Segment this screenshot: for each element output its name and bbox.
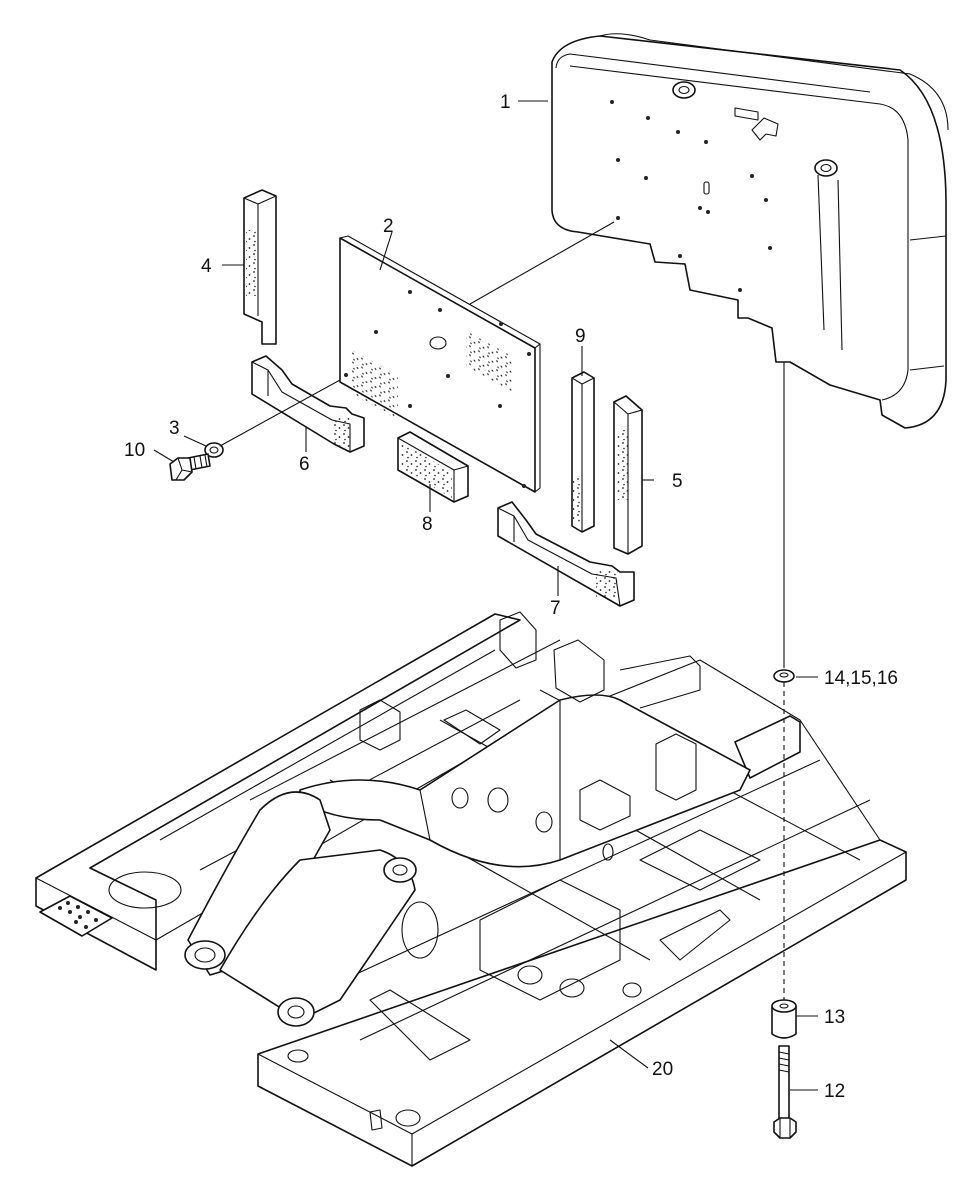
bolt-part-12	[773, 1045, 797, 1139]
spacer-part-13	[771, 999, 797, 1039]
callout-2: 2	[383, 216, 394, 237]
callout-14-15-16: 14,15,16	[824, 668, 898, 689]
block-part-4	[243, 189, 277, 345]
counterweight-part-1	[551, 33, 949, 429]
callout-13: 13	[824, 1007, 845, 1028]
callout-3: 3	[169, 418, 180, 439]
washer-part-3	[204, 442, 224, 458]
callout-12: 12	[824, 1081, 845, 1102]
callout-8: 8	[422, 514, 433, 535]
leader-lines	[153, 100, 818, 1091]
callout-9: 9	[575, 326, 586, 347]
frame-part-20	[35, 611, 907, 1167]
washer-part-14-15-16	[773, 669, 795, 683]
bracket-part-6	[251, 355, 365, 453]
block-part-5	[613, 395, 643, 555]
block-part-8	[397, 431, 469, 503]
callout-4: 4	[201, 256, 212, 277]
callout-5: 5	[672, 471, 683, 492]
bar-part-9	[571, 371, 595, 533]
callout-6: 6	[299, 454, 310, 475]
bolt-part-10	[169, 453, 211, 481]
callout-1: 1	[500, 92, 511, 113]
callout-10: 10	[124, 440, 145, 461]
plate-part-2	[339, 235, 541, 493]
bracket-part-7	[497, 501, 635, 607]
counterweight-mount-holes	[610, 100, 772, 292]
callout-7: 7	[550, 598, 561, 619]
callout-labels: 1 2 3 4 5 6 7 8 9 10 12 13 14,15,16 20	[124, 92, 898, 1102]
callout-20: 20	[652, 1059, 673, 1080]
